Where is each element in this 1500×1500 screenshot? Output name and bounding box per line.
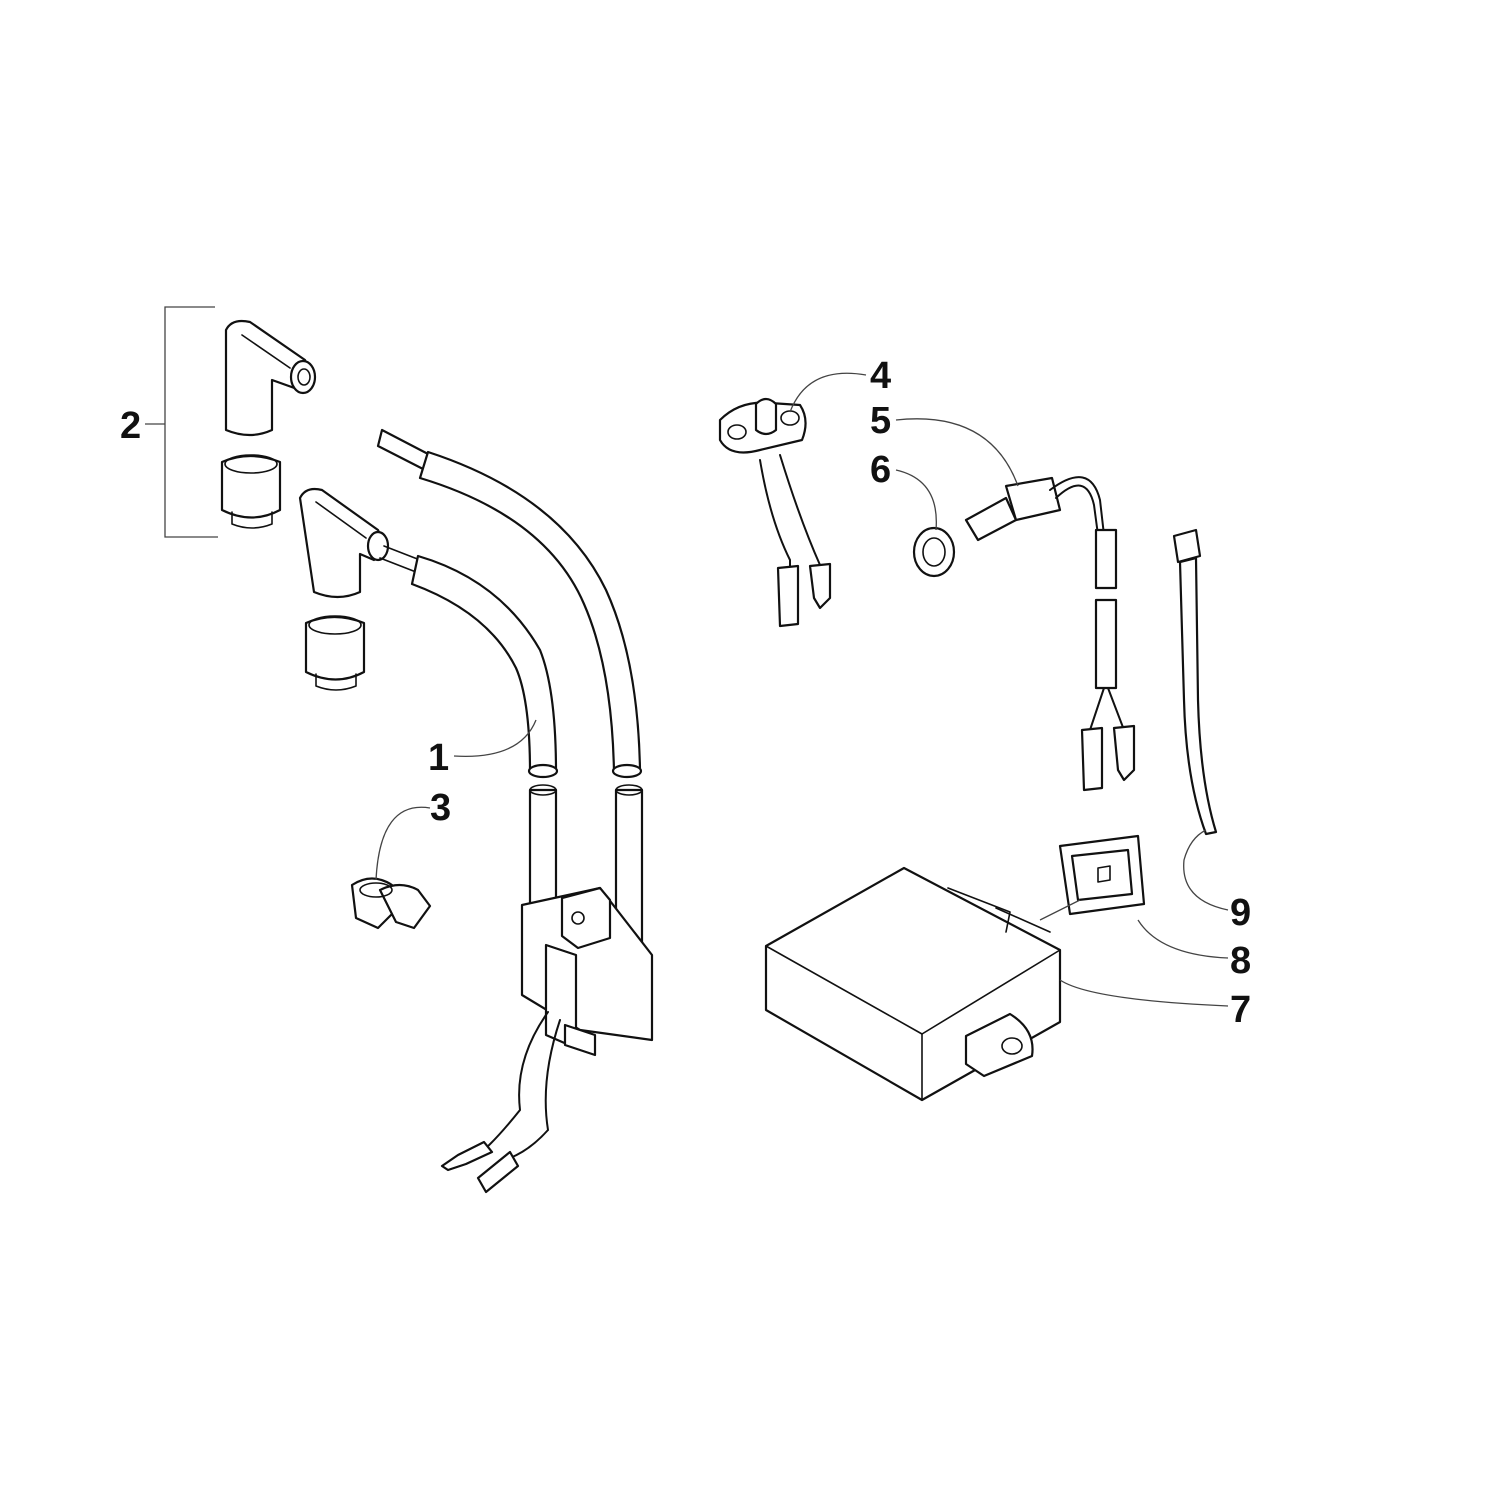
callout-5: 5 (870, 400, 891, 442)
sensor-washer (912, 526, 956, 578)
callout-4: 4 (870, 355, 891, 397)
ignition-coil-assembly (376, 428, 654, 1194)
callout-1: 1 (428, 737, 449, 779)
leader-6 (895, 469, 937, 531)
spark-plug-cap-set (145, 306, 390, 691)
coil-lead-stubs (528, 784, 644, 947)
callout-7: 7 (1230, 989, 1251, 1031)
temperature-sensor-flange (718, 397, 832, 628)
temperature-sensor-probe (964, 476, 1136, 792)
callout-9: 9 (1230, 892, 1251, 934)
callout-8: 8 (1230, 940, 1251, 982)
plug-cap-seal-upper (220, 454, 282, 529)
cable-tie (1172, 528, 1218, 836)
leader-7 (1059, 979, 1229, 1007)
callout-labels: 2 1 3 4 5 6 9 8 7 (120, 355, 1251, 1031)
bracket-part-2 (164, 306, 218, 538)
plug-cap-upper (224, 319, 317, 437)
callout-6: 6 (870, 449, 891, 491)
leader-1 (453, 719, 537, 758)
callout-3: 3 (430, 787, 451, 829)
leader-lines (375, 372, 1229, 1007)
ht-lead-rear (376, 428, 643, 779)
leader-9 (1183, 829, 1229, 911)
coil-primary-wires (440, 1011, 561, 1194)
leader-3 (375, 806, 431, 881)
cdi-module (764, 866, 1062, 1102)
leader-5 (895, 418, 1019, 487)
callout-2: 2 (120, 405, 141, 447)
leader-4 (789, 372, 867, 413)
lead-clamp (350, 877, 432, 930)
leader-8 (1137, 919, 1229, 959)
cdi-connector (1058, 834, 1146, 916)
coil-body (520, 886, 654, 1057)
plug-cap-lower (298, 487, 390, 599)
ht-lead-front (379, 545, 559, 779)
plug-cap-seal-lower (304, 615, 366, 691)
